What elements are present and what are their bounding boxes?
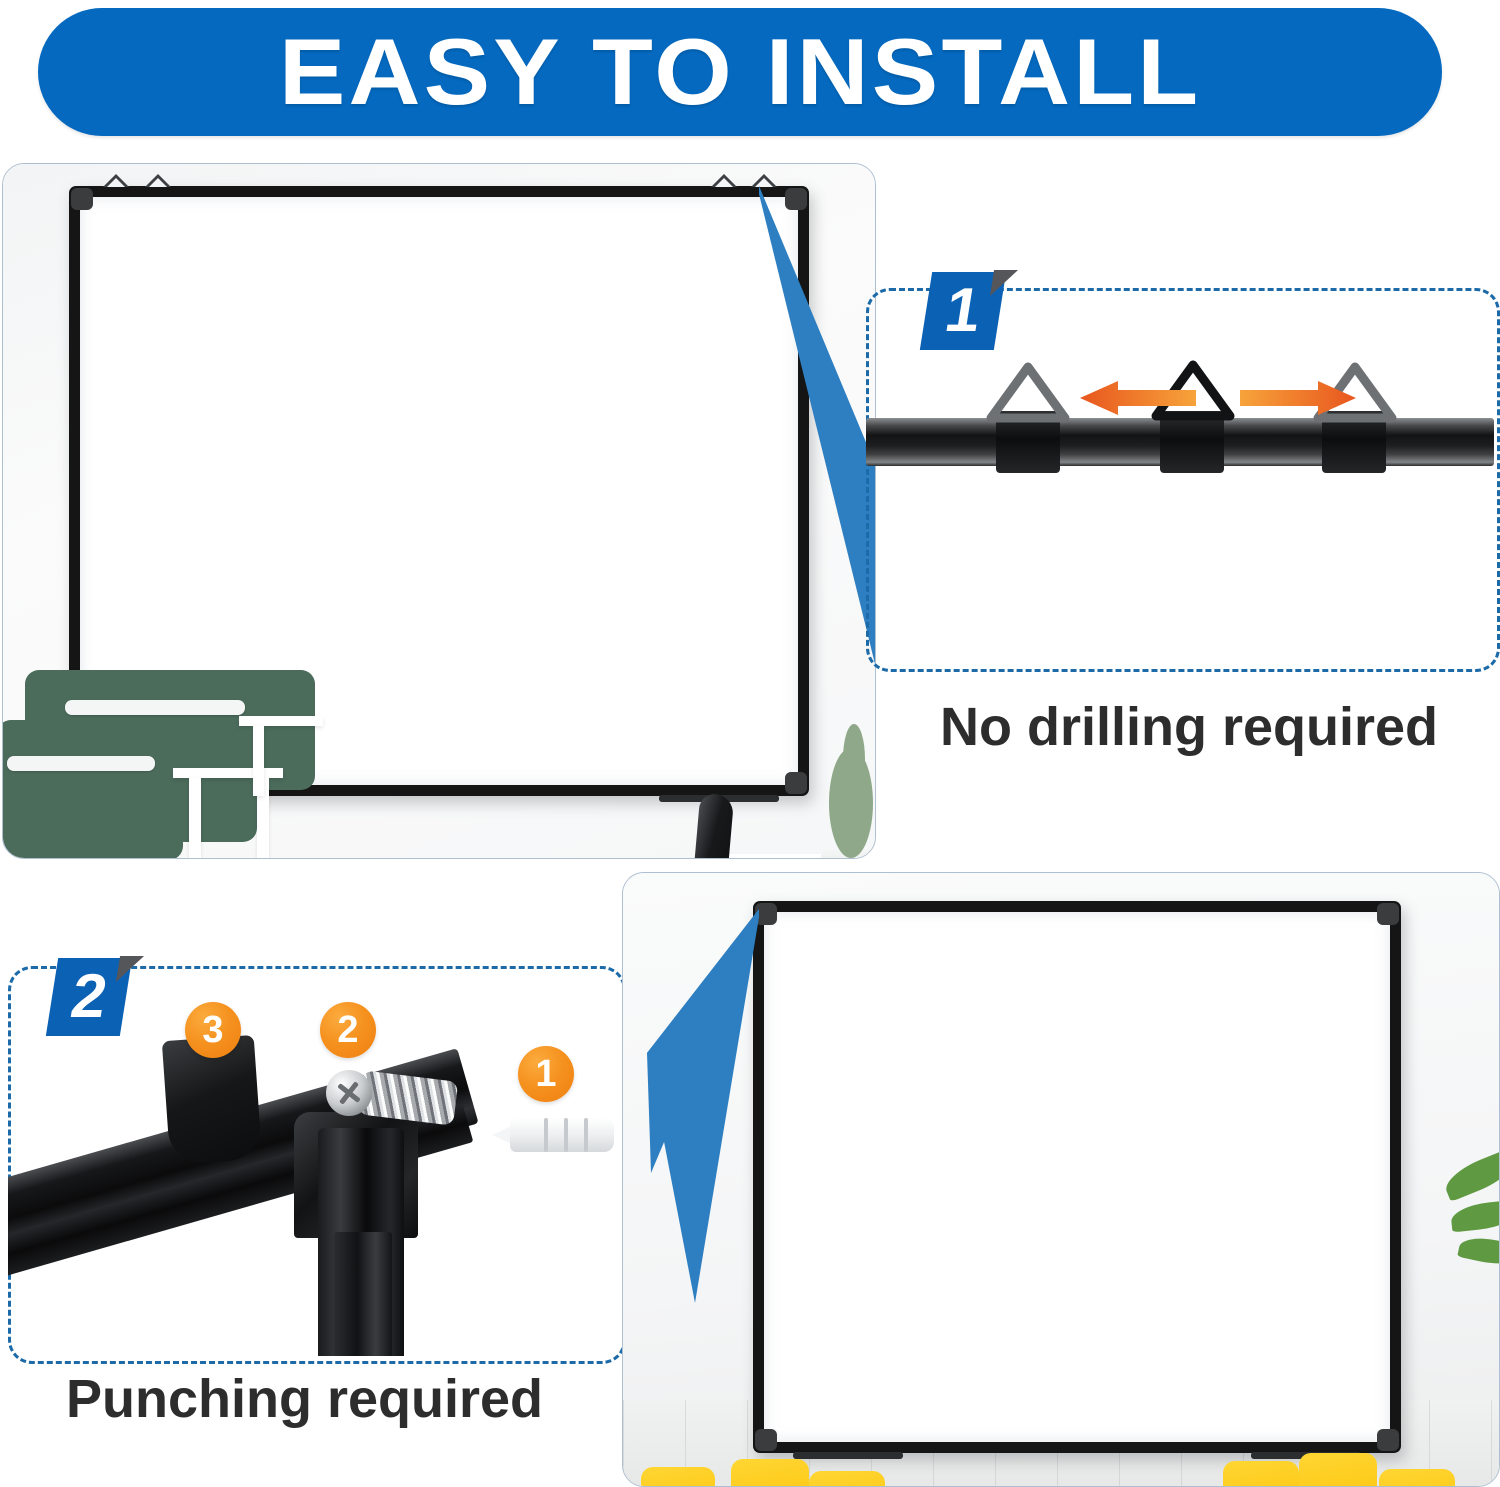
classroom-wb-corner-tl: [755, 903, 777, 925]
office-partition-3: [3, 774, 183, 858]
wall-anchor: [492, 1110, 614, 1162]
whiteboard-hanger-2: [145, 172, 171, 187]
slide-left-arrow: [1078, 379, 1196, 417]
classroom-wb-corner-tr: [1377, 903, 1399, 925]
whiteboard-hanger-4: [751, 172, 777, 187]
pointer-wedge-step-2: [647, 909, 759, 1303]
wall-anchor-rib-2: [564, 1118, 568, 1152]
part-number-3-badge: 3: [185, 1002, 241, 1058]
office-desk-right-top: [703, 854, 875, 858]
step-1-caption: No drilling required: [940, 697, 1439, 757]
partition-handle-2: [7, 756, 155, 771]
banner-title: EASY TO INSTALL: [278, 19, 1202, 124]
step-badge-1: 1: [919, 270, 1019, 350]
office-desk-left-4: [239, 716, 323, 726]
office-scene-panel: [2, 163, 876, 859]
classroom-chair-back-r3: [1379, 1469, 1455, 1486]
part-number-1-badge: 1: [518, 1046, 574, 1102]
classroom-scene-panel: [622, 872, 1500, 1487]
classroom-whiteboard-surface: [764, 912, 1390, 1442]
whiteboard-corner-br: [785, 772, 807, 794]
step-badge-1-number: 1: [940, 276, 986, 345]
partition-handle-1: [65, 700, 245, 715]
classroom-chair-back-l3: [809, 1471, 885, 1486]
classroom-chair-back-r1: [1223, 1461, 1299, 1486]
office-desk-left-2: [189, 778, 201, 858]
step-2-caption: Punching required: [66, 1369, 544, 1429]
part-number-2-badge: 2: [320, 1002, 376, 1058]
classroom-chair-back-r2: [1299, 1453, 1377, 1486]
whiteboard-corner-tr: [785, 188, 807, 210]
step-badge-2: 2: [45, 956, 145, 1036]
pointer-wedge-step-1: [759, 186, 875, 664]
classroom-chair-back-l2: [731, 1459, 809, 1486]
office-desk-left-5: [253, 726, 264, 796]
header-banner: EASY TO INSTALL: [38, 8, 1442, 136]
frame-vertical-post-inner: [334, 1232, 392, 1356]
classroom-wb-corner-bl: [755, 1429, 777, 1451]
office-plant-foliage-2: [843, 724, 865, 794]
step-badge-2-number: 2: [66, 962, 112, 1031]
whiteboard-hanger-1: [103, 172, 129, 187]
office-desk-left-3: [257, 778, 269, 858]
office-whiteboard: [69, 186, 809, 802]
classroom-chair-back-l1: [641, 1467, 715, 1486]
whiteboard-hanger-3: [711, 172, 737, 187]
screw-head-icon: [326, 1070, 372, 1116]
whiteboard-corner-tl: [71, 188, 93, 210]
wall-anchor-rib-3: [584, 1118, 588, 1152]
slide-right-arrow: [1240, 379, 1358, 417]
triangle-hanger-left: [985, 362, 1071, 424]
office-desk-left-1: [173, 768, 283, 778]
wall-anchor-body: [510, 1118, 614, 1152]
wall-anchor-rib-1: [544, 1118, 548, 1152]
classroom-wb-corner-br: [1377, 1429, 1399, 1451]
rail-clip-center: [1160, 411, 1224, 473]
classroom-wb-tray-left: [793, 1452, 903, 1459]
frame-corner-hardware-illustration: [8, 1000, 620, 1356]
callout-box-step-1: [866, 288, 1500, 672]
classroom-whiteboard: [753, 901, 1401, 1459]
